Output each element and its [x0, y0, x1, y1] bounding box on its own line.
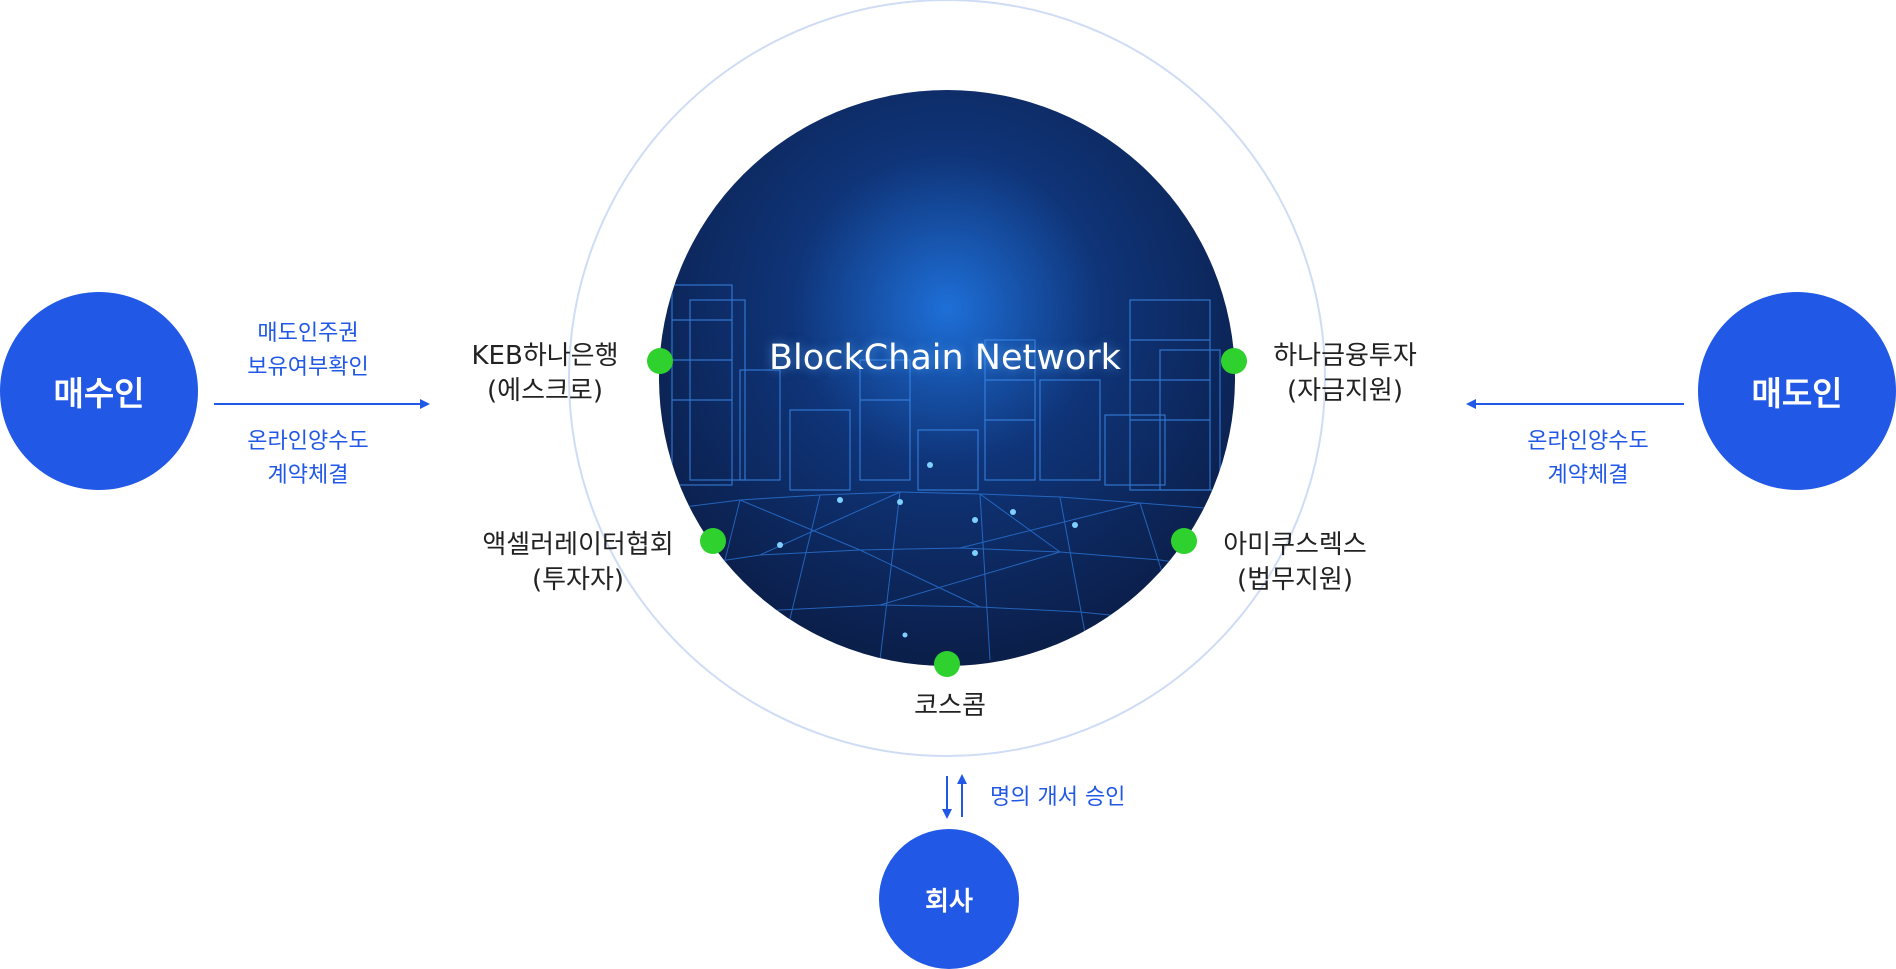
buyer-circle: 매수인	[0, 292, 198, 490]
buyer-note-contract: 온라인양수도 계약체결	[247, 429, 369, 488]
company-label: 회사	[925, 886, 973, 917]
node-dot-keb	[647, 348, 673, 374]
network-title: BlockChain Network	[769, 338, 1121, 378]
seller-circle: 매도인	[1698, 292, 1896, 490]
buyer-label: 매수인	[53, 374, 145, 413]
node-dot-hana	[1221, 348, 1247, 374]
node-label-accelerator: 액셀러레이터협회 (투자자)	[482, 530, 674, 595]
seller-label: 매도인	[1751, 374, 1843, 413]
node-label-hana: 하나금융투자 (자금지원)	[1273, 341, 1417, 406]
node-label-keb: KEB하나은행 (에스크로)	[471, 341, 619, 406]
buyer-note-verify: 매도인주권 보유여부확인	[247, 321, 369, 380]
outer-ring	[568, 0, 1326, 757]
node-dot-koscom	[934, 651, 960, 677]
node-dot-amicus	[1171, 528, 1197, 554]
company-approval-note: 명의 개서 승인	[990, 785, 1126, 810]
blockchain-network-circle	[659, 90, 1235, 666]
node-label-amicus: 아미쿠스렉스 (법무지원)	[1223, 530, 1367, 595]
node-dot-accelerator	[700, 528, 726, 554]
company-circle: 회사	[879, 829, 1019, 969]
node-label-koscom: 코스콤	[914, 691, 986, 721]
seller-note-contract: 온라인양수도 계약체결	[1527, 429, 1649, 488]
